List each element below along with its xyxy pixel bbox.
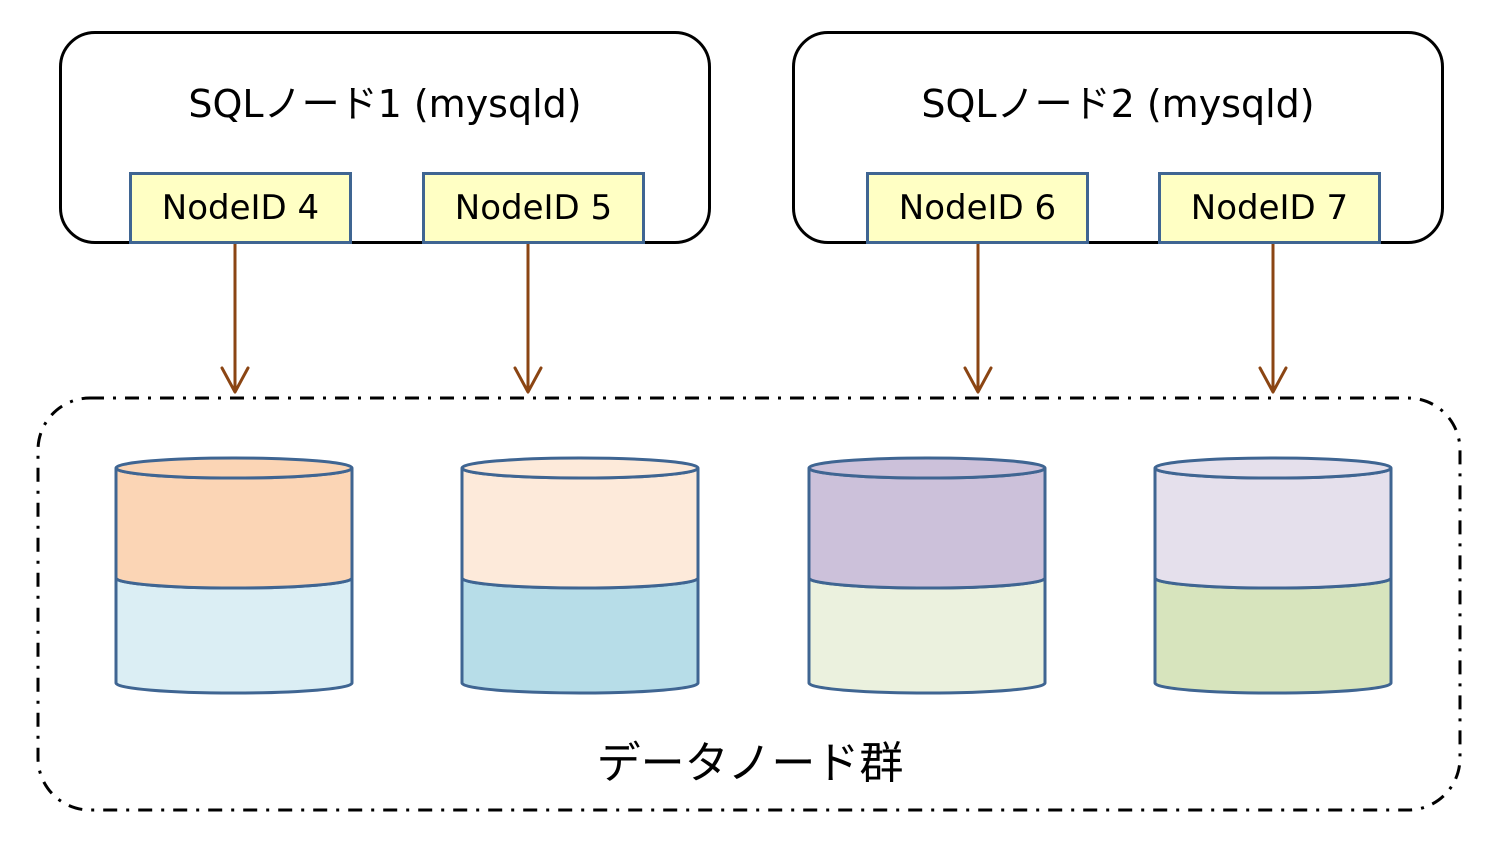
data-node-cylinder-2 (460, 456, 700, 695)
cylinder-bottom-section (114, 577, 354, 695)
sql-node-2-title: SQLノード2 (mysqld) (921, 82, 1315, 126)
node-id-5: NodeID 5 (422, 172, 645, 244)
data-node-cylinder-4 (1153, 456, 1393, 695)
data-node-cylinder-3 (807, 456, 1047, 695)
arrow-3 (963, 244, 993, 394)
data-node-cylinder-1 (114, 456, 354, 695)
cylinder-top-section (807, 467, 1047, 590)
cylinder-cap (114, 456, 354, 480)
node-id-4: NodeID 4 (129, 172, 352, 244)
cylinder-top-section (460, 467, 700, 590)
cylinder-cap (460, 456, 700, 480)
cylinder-top-section (114, 467, 354, 590)
arrow-2 (513, 244, 543, 394)
cylinder-bottom-section (460, 577, 700, 695)
cylinder-cap (1153, 456, 1393, 480)
arrow-4 (1258, 244, 1288, 394)
cylinder-top-section (1153, 467, 1393, 590)
cylinder-cap (807, 456, 1047, 480)
arrows (220, 244, 1288, 394)
arrow-1 (220, 244, 250, 394)
cylinders (114, 456, 1393, 695)
data-node-group-label: データノード群 (596, 738, 904, 789)
cylinder-bottom-section (1153, 577, 1393, 695)
cylinder-bottom-section (807, 577, 1047, 695)
sql-node-1-title: SQLノード1 (mysqld) (188, 82, 582, 126)
node-id-6: NodeID 6 (866, 172, 1089, 244)
node-id-7: NodeID 7 (1158, 172, 1381, 244)
data-node-group-outline (36, 396, 1462, 812)
